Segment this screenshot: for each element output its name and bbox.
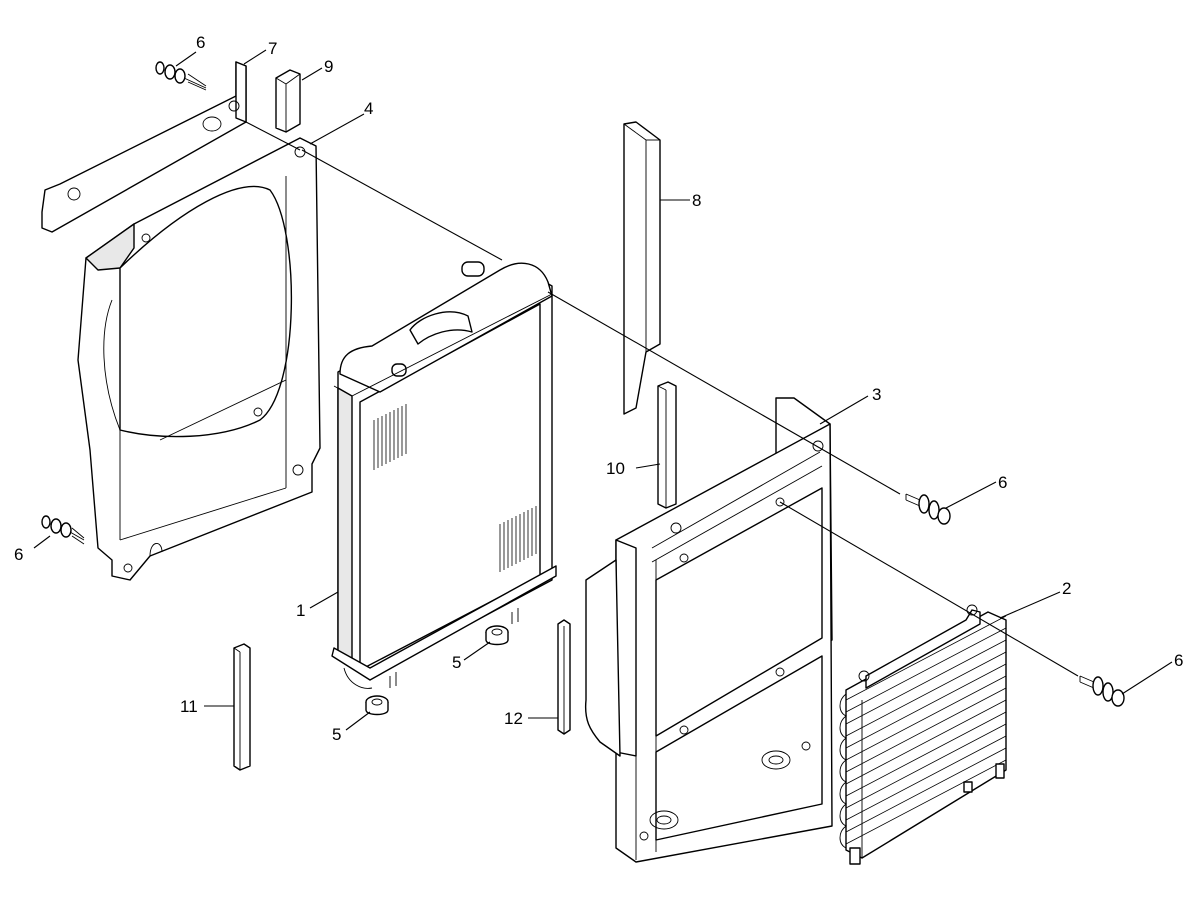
seal-strip-side-part [233,643,251,771]
callout-4: 4 [364,99,373,118]
callout-leaders [33,49,1173,731]
callout-9: 9 [324,57,333,76]
callout-8: 8 [692,191,701,210]
bolt-right-upper [905,493,951,525]
callout-numbers: 6 7 9 4 8 3 10 6 2 6 6 1 5 5 11 12 [14,33,1183,744]
radiator-part [331,261,557,689]
callout-6-right-upper: 6 [998,473,1007,492]
callout-5-upper: 5 [452,653,461,672]
bolt-left [41,515,85,545]
bracket-part [41,61,247,233]
callout-5-lower: 5 [332,725,341,744]
rubber-mount-parts [365,625,509,716]
callout-6-top: 6 [196,33,205,52]
seal-strip-narrow-part [557,619,571,735]
assembly-lines [245,121,1079,677]
seal-strip-long-part [623,121,661,415]
callout-6-right-lower: 6 [1174,651,1183,670]
bolt-top-left [155,61,207,91]
callout-6-left: 6 [14,545,23,564]
mounting-frame-part [584,397,833,863]
callout-10: 10 [606,459,625,478]
bolt-right-lower [1079,675,1125,707]
callout-12: 12 [504,709,523,728]
fan-shroud-part [77,137,321,581]
callout-7: 7 [268,39,277,58]
oil-cooler-part [839,604,1007,865]
seal-block-part [275,69,301,133]
bolt-parts [41,61,1125,707]
seal-strip-part [657,381,677,509]
callout-2: 2 [1062,579,1071,598]
callout-11: 11 [180,697,198,716]
callout-3: 3 [872,385,881,404]
callout-1: 1 [296,601,305,620]
